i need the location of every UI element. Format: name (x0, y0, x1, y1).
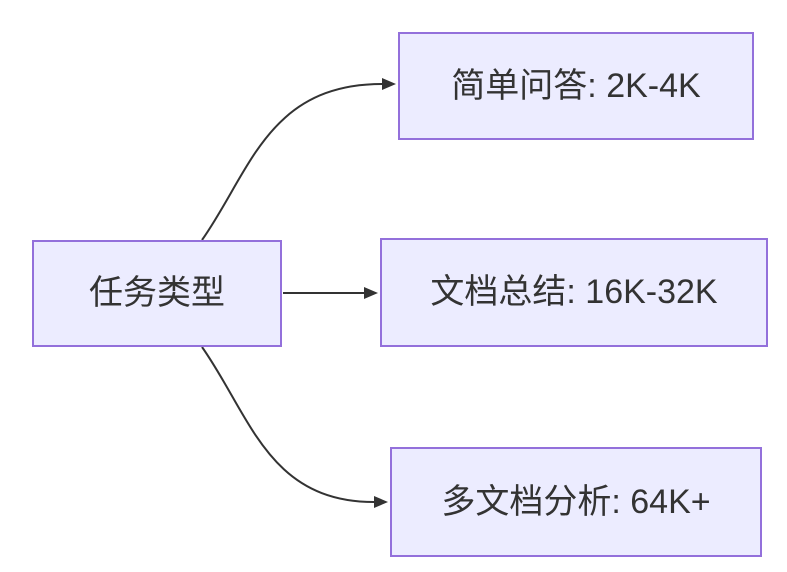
node-multi-doc-analysis: 多文档分析: 64K+ (390, 447, 762, 557)
node-doc-summary-label: 文档总结: 16K-32K (430, 273, 718, 312)
node-doc-summary: 文档总结: 16K-32K (380, 238, 768, 347)
node-simple-qa: 简单问答: 2K-4K (398, 32, 754, 140)
node-simple-qa-label: 简单问答: 2K-4K (451, 66, 701, 105)
edge-root-to-top (201, 78, 396, 241)
node-multi-doc-analysis-label: 多文档分析: 64K+ (441, 482, 711, 521)
edge-root-to-bottom (201, 346, 388, 508)
node-task-type-label: 任务类型 (89, 274, 225, 313)
node-task-type: 任务类型 (32, 240, 282, 347)
